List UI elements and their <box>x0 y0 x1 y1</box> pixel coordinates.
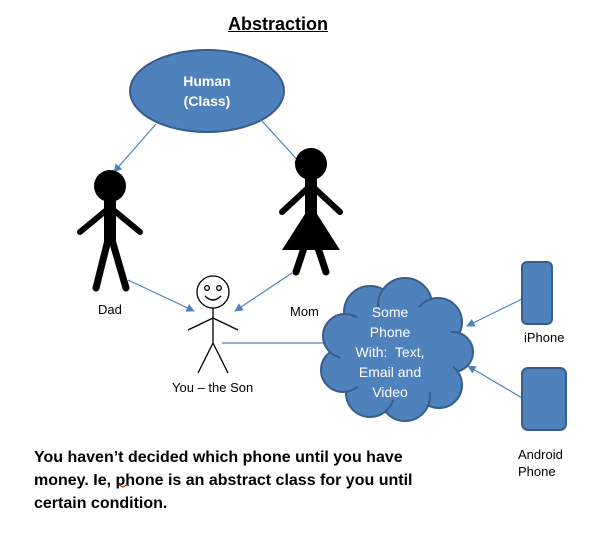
diagram-title: Abstraction <box>227 14 328 34</box>
iphone-label: iPhone <box>524 330 565 345</box>
son-label: You – the Son <box>172 380 254 395</box>
human-class-subtitle: (Class) <box>183 93 231 109</box>
arrow-android-to-phone <box>467 365 523 399</box>
son-figure <box>187 275 239 374</box>
note-line: money. Ie, phone is an abstract class fo… <box>34 472 413 489</box>
phone-cloud-label: Some Phone With: Text, Email and Video <box>336 302 444 402</box>
arrow-dad-to-son <box>127 279 195 312</box>
spellcheck-squiggle <box>116 484 130 488</box>
android-phone-rect <box>521 367 567 431</box>
human-class-label: Human (Class) <box>131 71 283 111</box>
arrow-human-to-dad <box>113 123 157 173</box>
cloud-line: With: Text, <box>355 344 425 360</box>
dad-label: Dad <box>98 302 122 317</box>
android-label-line2: Phone <box>518 464 556 479</box>
android-label-line1: Android <box>518 447 563 462</box>
arrow-human-to-mom <box>261 120 303 166</box>
arrow-iphone-to-phone <box>466 298 523 327</box>
cloud-line: Email and <box>358 364 422 380</box>
mom-figure <box>279 148 343 276</box>
explanation-note: You haven’t decided which phone until yo… <box>34 446 454 515</box>
human-class-ellipse <box>129 49 285 133</box>
human-class-name: Human <box>183 73 231 89</box>
cloud-line: Some <box>371 304 409 320</box>
mom-label: Mom <box>290 304 319 319</box>
note-line: You haven’t decided which phone until yo… <box>34 449 403 466</box>
cloud-line: Phone <box>369 324 411 340</box>
cloud-line: Video <box>372 384 408 400</box>
iphone-rect <box>521 261 553 325</box>
android-phone-label: Android Phone <box>518 446 563 480</box>
note-line: certain condition. <box>34 495 168 512</box>
arrow-mom-to-son <box>234 272 293 312</box>
dad-figure <box>77 170 143 292</box>
phone-cloud <box>320 277 474 422</box>
